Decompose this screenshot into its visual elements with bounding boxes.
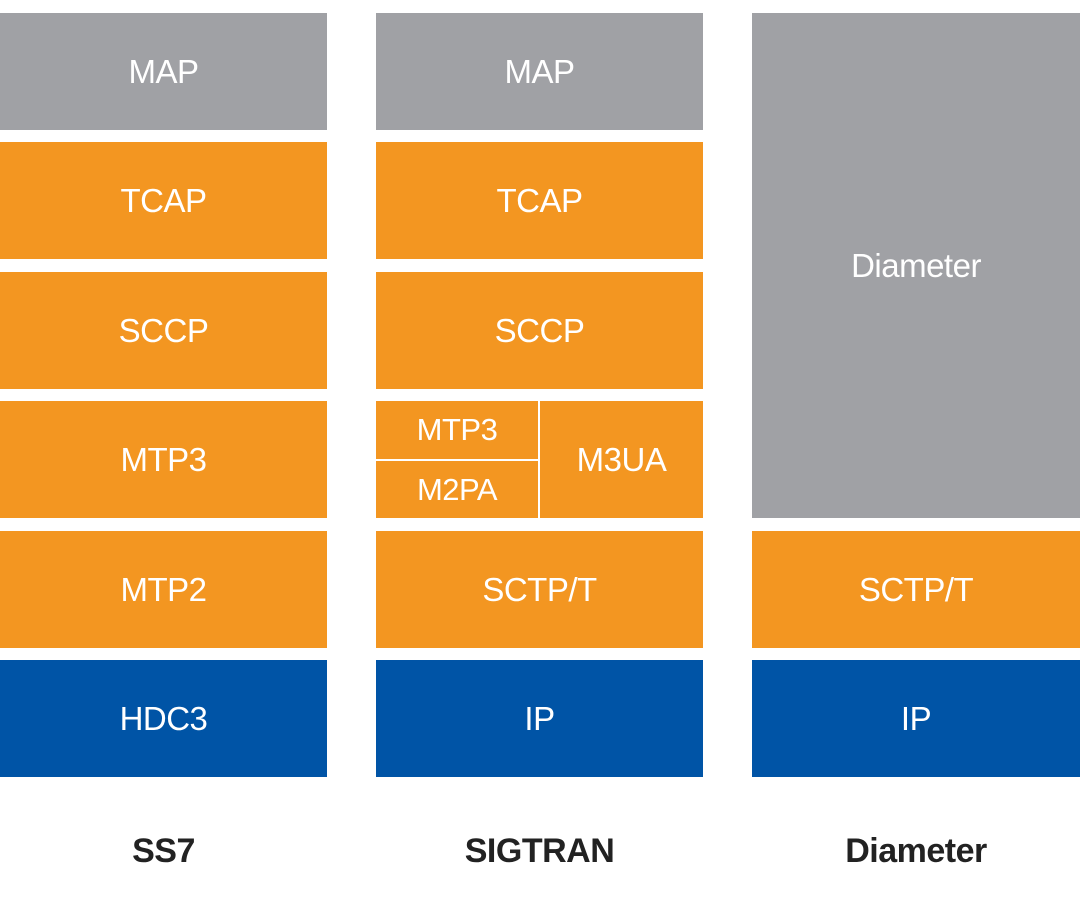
ss7-layer-mtp2: MTP2 [0, 531, 327, 648]
sigtran-layer-mtp3: MTP3 [376, 401, 538, 459]
ss7-layer-map: MAP [0, 13, 327, 130]
sigtran-layer-ip: IP [376, 660, 703, 777]
sigtran-layer-sccp: SCCP [376, 272, 703, 389]
ss7-caption: SS7 [132, 831, 195, 870]
sigtran-layer-map: MAP [376, 13, 703, 130]
sigtran-layer-m3ua: M3UA [540, 401, 703, 518]
ss7-layer-sccp: SCCP [0, 272, 327, 389]
sigtran-layer-tcap: TCAP [376, 142, 703, 259]
diameter-layer-sctp: SCTP/T [752, 531, 1080, 648]
sigtran-caption: SIGTRAN [464, 831, 615, 870]
sigtran-layer-sctp: SCTP/T [376, 531, 703, 648]
diameter-caption: Diameter [845, 831, 987, 870]
ss7-layer-mtp3: MTP3 [0, 401, 327, 518]
ss7-layer-hdc3: HDC3 [0, 660, 327, 777]
diameter-layer-diameter: Diameter [752, 13, 1080, 518]
sigtran-layer-m2pa: M2PA [376, 461, 538, 518]
diameter-layer-ip: IP [752, 660, 1080, 777]
ss7-layer-tcap: TCAP [0, 142, 327, 259]
